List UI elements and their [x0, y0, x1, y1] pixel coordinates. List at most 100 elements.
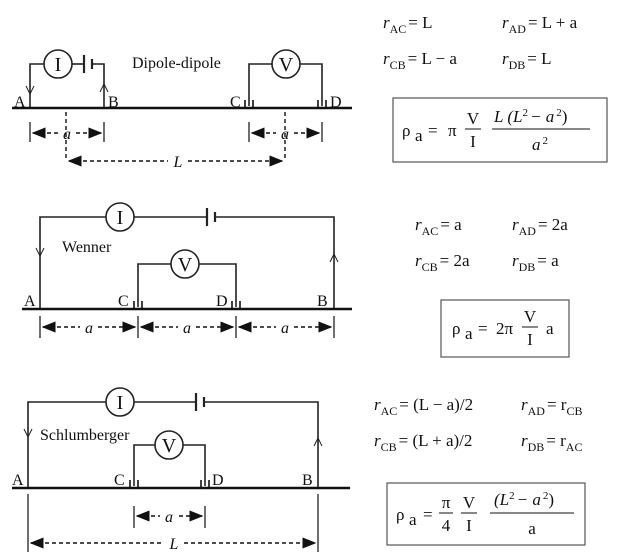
wire-a	[39, 216, 106, 308]
wire-b	[204, 401, 319, 487]
distance-rcb: rCB= (L + a)/2	[374, 431, 472, 454]
dim-a-label: a	[281, 126, 289, 143]
electrode-c-label: C	[230, 94, 241, 111]
dim-l-label: L	[173, 154, 183, 171]
distance-rad: rAD= rCB	[521, 395, 582, 418]
schlumberger-distances: rAC= (L − a)/2 rAD= rCB rCB= (L + a)/2 r…	[374, 395, 582, 454]
electrode-d	[317, 100, 327, 109]
equals-sign: =	[478, 319, 488, 338]
electrode-d-label: D	[330, 94, 342, 111]
current-symbol: I	[117, 392, 124, 414]
fraction-denominator-i: I	[470, 132, 476, 151]
two-pi: 2π	[496, 319, 514, 338]
pi-symbol: π	[442, 493, 451, 512]
rho-symbol: ρ	[402, 121, 410, 140]
wire-c	[248, 63, 272, 106]
electrode-a-label: A	[14, 94, 26, 111]
distance-rad: rAD= L + a	[502, 13, 578, 36]
wire-a	[29, 63, 44, 107]
fraction-denominator-i: I	[466, 516, 472, 535]
distance-rdb: rDB= L	[502, 49, 552, 72]
current-arrow-down	[35, 247, 45, 258]
electrode-c-label: C	[114, 472, 125, 489]
current-arrow-up	[99, 82, 109, 93]
formula-box	[392, 97, 608, 163]
schlumberger-diagram: I Schlumberger V A C D B a L	[12, 387, 350, 553]
dim-a-label: a	[85, 320, 93, 337]
current-arrow-up	[313, 436, 323, 447]
fraction-denominator: a	[528, 519, 536, 538]
rho-subscript: a	[415, 126, 423, 145]
current-symbol: I	[55, 54, 62, 76]
electrode-a-label: A	[24, 293, 36, 310]
formula-box	[386, 482, 586, 546]
distance-rdb: rDB= a	[512, 251, 559, 274]
voltage-symbol: V	[178, 254, 193, 276]
distance-rcb: rCB= L − a	[383, 49, 457, 72]
dim-a-label: a	[183, 320, 191, 337]
current-arrow-down	[23, 428, 33, 439]
wire-d	[199, 263, 237, 307]
electrode-c	[129, 480, 139, 489]
distance-rcb: rCB= 2a	[415, 251, 470, 274]
wenner-formula: ρ a = 2π V I a	[440, 299, 570, 358]
electrode-a-label: A	[12, 472, 24, 489]
dipole-dipole-diagram: I A B Dipole-dipole V C D a a L	[12, 49, 352, 171]
array-name: Dipole-dipole	[132, 55, 221, 72]
electrode-c	[244, 100, 254, 109]
rho-symbol: ρ	[452, 319, 460, 338]
wire-b	[92, 63, 105, 107]
array-name: Schlumberger	[40, 427, 130, 444]
formula-box	[440, 299, 570, 358]
electrode-d	[200, 480, 210, 489]
electrode-d-label: D	[216, 293, 228, 310]
wenner-distances: rAC= a rAD= 2a rCB= 2a rDB= a	[415, 215, 568, 274]
spacing-a: a	[546, 319, 554, 338]
wire-a	[27, 401, 106, 487]
voltage-symbol: V	[162, 435, 177, 457]
wire-d	[300, 63, 323, 106]
distance-rdb: rDB= rAC	[521, 431, 582, 454]
fraction-numerator-v: V	[524, 307, 537, 326]
four: 4	[442, 516, 451, 535]
dim-a-label: a	[281, 320, 289, 337]
distance-rac: rAC= (L − a)/2	[374, 395, 473, 418]
distance-rad: rAD= 2a	[512, 215, 568, 238]
electrode-b-label: B	[302, 472, 313, 489]
electrode-c	[133, 301, 143, 310]
electrode-b-label: B	[108, 94, 119, 111]
electrode-d-label: D	[212, 472, 224, 489]
wenner-diagram: I Wenner V A C D B a a a	[22, 202, 352, 338]
wire-c	[133, 444, 155, 486]
pi-symbol: π	[448, 121, 457, 140]
fraction-numerator-v: V	[463, 493, 476, 512]
distance-rac: rAC= a	[415, 215, 462, 238]
dipole-dipole-distances: rAC= L rAD= L + a rCB= L − a rDB= L	[383, 13, 578, 72]
wire-d	[183, 444, 206, 486]
equals-sign: =	[423, 505, 433, 524]
dim-l-label: L	[169, 536, 179, 553]
electrode-d	[231, 301, 241, 310]
electrode-c-label: C	[118, 293, 129, 310]
electrode-b-label: B	[317, 293, 328, 310]
dim-a-label: a	[63, 126, 71, 143]
current-symbol: I	[117, 207, 124, 229]
current-arrow-up	[329, 252, 339, 263]
rho-subscript: a	[465, 324, 473, 343]
distance-rac: rAC= L	[383, 13, 433, 36]
current-arrow-down	[25, 85, 35, 96]
wire-c	[137, 263, 171, 307]
dim-a-label: a	[165, 509, 173, 526]
equals-sign: =	[428, 121, 438, 140]
array-name: Wenner	[62, 239, 112, 256]
rho-symbol: ρ	[396, 505, 404, 524]
fraction-numerator-v: V	[467, 109, 480, 128]
rho-subscript: a	[409, 510, 417, 529]
wire-b	[215, 216, 335, 308]
